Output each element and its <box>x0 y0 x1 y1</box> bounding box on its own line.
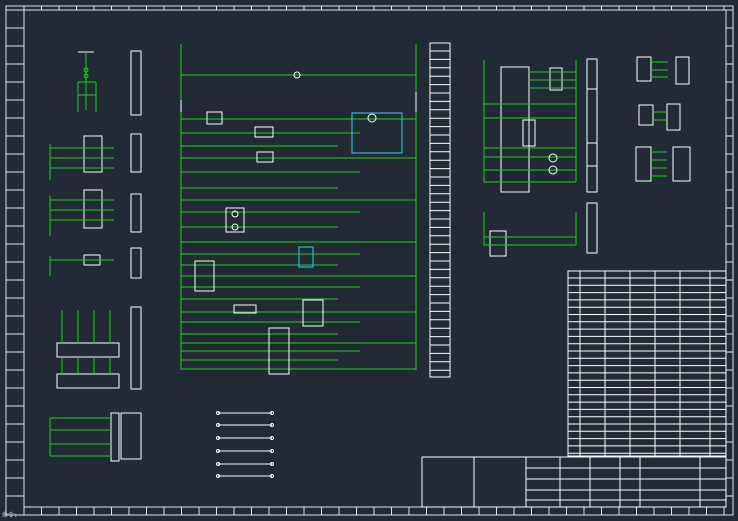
terminal-dot <box>216 436 220 440</box>
timer-relay <box>233 304 257 314</box>
indicator-lamp <box>231 223 239 231</box>
terminal-dot <box>216 474 220 478</box>
primary-bus-symbol <box>77 51 97 112</box>
sensor-loop <box>298 246 314 268</box>
lower-left-terminal <box>49 412 142 462</box>
ct-group-1 <box>49 133 142 180</box>
protection-lamp <box>367 113 377 123</box>
relay-coil <box>254 126 274 138</box>
ct-group-3 <box>49 247 142 279</box>
center-terminal-strip <box>429 42 451 378</box>
command-line-status: 命令: <box>2 512 18 519</box>
terminal-dot <box>216 449 220 453</box>
signal-circuit-2 <box>483 202 598 257</box>
auxiliary-relay <box>194 260 215 292</box>
relay-coil <box>206 111 223 125</box>
terminal-strip-rows <box>430 50 450 371</box>
terminal-dot <box>270 423 274 427</box>
material-list-table <box>567 270 727 457</box>
sheet-ruler <box>6 6 733 515</box>
title-frame <box>421 456 727 508</box>
relay-coil <box>256 151 274 163</box>
terminal-dot <box>216 411 220 415</box>
lamp-symbol <box>293 71 301 79</box>
title-block <box>421 456 727 508</box>
contactor-block <box>302 299 324 327</box>
right-relay-blocks <box>635 56 691 182</box>
terminal-dot <box>270 474 274 478</box>
terminal-dot <box>270 449 274 453</box>
table-frame <box>567 270 727 457</box>
signal-circuit <box>483 58 598 193</box>
protection-loop <box>351 112 403 154</box>
indicator-lamp <box>231 210 239 218</box>
primary-label-box <box>130 50 142 116</box>
breaker-block <box>56 306 142 390</box>
sheet-inner-border <box>23 9 727 508</box>
contact-ladder <box>216 411 274 478</box>
sheet-outer-border <box>5 5 734 516</box>
indicator-lamps <box>225 207 245 233</box>
terminal-dot <box>216 462 220 466</box>
terminal-dot <box>270 411 274 415</box>
terminal-dot <box>270 436 274 440</box>
terminal-dot <box>270 462 274 466</box>
control-schematic <box>180 44 417 375</box>
terminal-block <box>268 327 290 375</box>
ct-group-2 <box>49 189 142 236</box>
terminal-dot <box>216 423 220 427</box>
